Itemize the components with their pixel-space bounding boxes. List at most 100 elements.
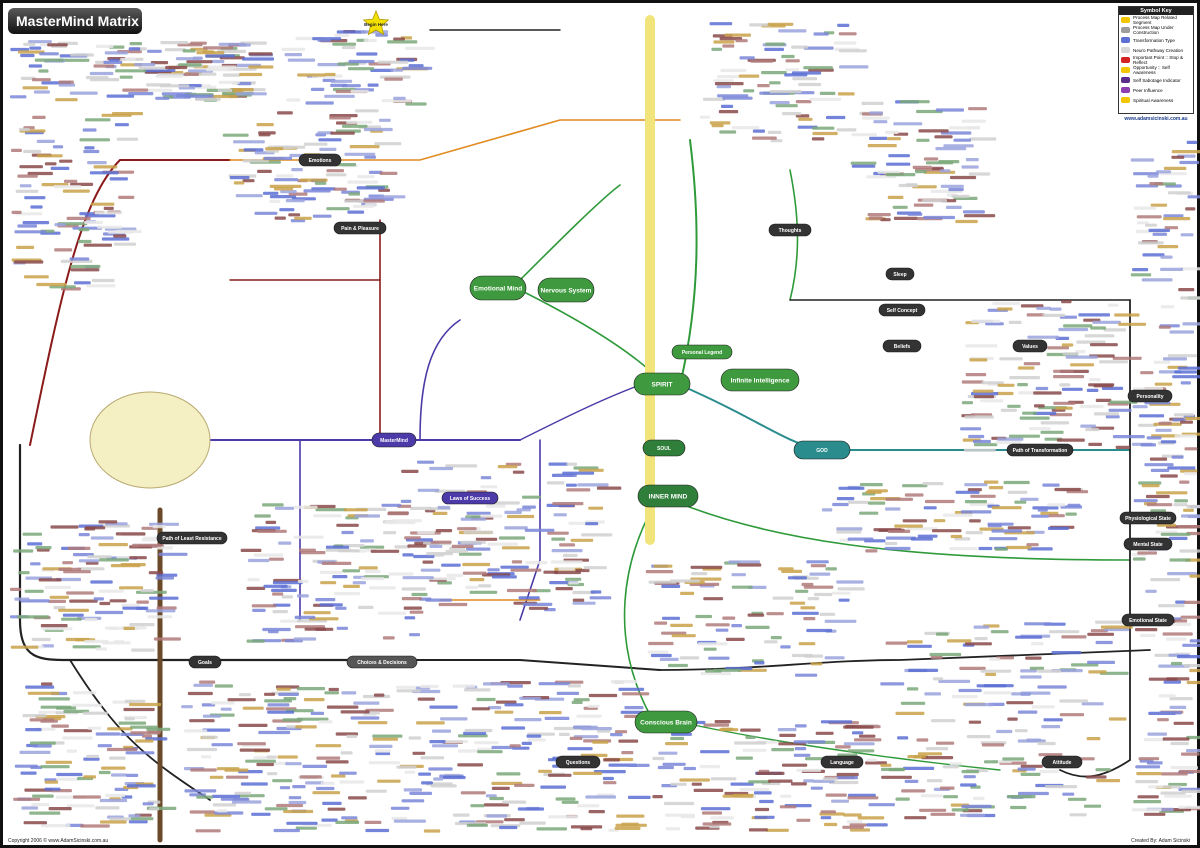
topic-chip <box>973 625 990 629</box>
topic-chip <box>445 464 478 468</box>
topic-chip <box>248 52 273 56</box>
topic-chip <box>546 481 565 485</box>
topic-chip <box>25 728 42 732</box>
topic-chip <box>359 545 385 549</box>
topic-chip <box>285 199 305 203</box>
symbol-key-swatch <box>1121 17 1130 23</box>
topic-chip <box>578 468 604 472</box>
topic-chip <box>710 777 737 781</box>
topic-chip <box>507 514 535 519</box>
topic-chip <box>84 214 116 218</box>
hub-node-personality: Personality <box>1127 389 1173 403</box>
topic-chip <box>267 772 278 776</box>
topic-chip <box>83 757 100 761</box>
topic-chip <box>30 562 41 566</box>
topic-chip <box>357 721 388 725</box>
topic-chip <box>951 808 969 812</box>
topic-chip <box>815 731 834 735</box>
connector-line <box>18 443 352 662</box>
topic-chip <box>272 603 291 607</box>
topic-chip <box>160 41 189 45</box>
topic-chip <box>1164 226 1179 230</box>
connector-line <box>69 659 211 801</box>
topic-chip <box>165 65 188 70</box>
topic-chip <box>796 818 811 822</box>
topic-chip <box>1019 416 1050 420</box>
topic-chip <box>385 520 416 525</box>
topic-chip <box>670 782 687 786</box>
topic-chip <box>1147 174 1159 178</box>
topic-chip <box>318 720 333 724</box>
website-link[interactable]: www.adamsicinski.com.au <box>1124 116 1188 122</box>
topic-chip <box>1169 558 1191 562</box>
topic-chip <box>618 687 645 691</box>
topic-chip <box>1169 330 1194 334</box>
topic-chip <box>36 282 67 287</box>
topic-chip <box>1007 717 1018 721</box>
topic-chip <box>372 737 398 741</box>
topic-chip <box>282 718 303 722</box>
topic-chip <box>377 779 401 783</box>
topic-chip <box>462 562 491 567</box>
topic-chip <box>1174 499 1188 503</box>
topic-chip <box>393 96 406 100</box>
topic-chip <box>121 603 140 607</box>
topic-chip <box>89 71 114 76</box>
topic-chip <box>235 92 267 96</box>
symbol-key-swatch <box>1121 47 1130 53</box>
topic-chip <box>1132 268 1149 272</box>
topic-chip <box>566 462 577 466</box>
hub-label: MasterMind <box>380 438 408 444</box>
topic-chip <box>1138 481 1162 485</box>
topic-chip <box>331 774 346 778</box>
topic-chip <box>54 223 66 227</box>
topic-chip <box>63 729 92 733</box>
topic-chip <box>422 560 434 564</box>
topic-chip <box>969 137 997 141</box>
topic-chip <box>722 44 735 48</box>
topic-chip <box>252 608 266 612</box>
topic-chip <box>968 434 985 439</box>
topic-chip <box>189 810 215 814</box>
topic-chip <box>1184 600 1200 604</box>
topic-chip <box>814 592 833 597</box>
topic-chip <box>1160 255 1173 259</box>
topic-chip <box>860 483 883 487</box>
topic-chip <box>32 115 46 119</box>
topic-chip <box>713 79 734 83</box>
topic-chip <box>475 537 498 541</box>
hub-label: Laws of Success <box>450 496 491 502</box>
topic-chip <box>130 731 161 735</box>
topic-chip <box>480 476 492 480</box>
topic-chip <box>894 524 923 528</box>
topic-chip <box>926 779 943 783</box>
topic-chip <box>705 623 730 627</box>
topic-chip <box>396 689 421 693</box>
topic-chip <box>1056 438 1085 442</box>
topic-chip <box>836 527 863 531</box>
topic-chip <box>384 77 403 81</box>
topic-chip <box>1160 267 1183 271</box>
hub-node-god: GOD <box>793 440 851 460</box>
topic-chip <box>1168 191 1191 195</box>
hub-pill <box>671 344 733 360</box>
topic-chip <box>40 824 71 828</box>
topic-chip <box>242 57 274 61</box>
topic-chip <box>374 142 402 146</box>
topic-chip <box>38 578 62 582</box>
topic-chip <box>312 214 332 218</box>
topic-chip <box>949 762 962 766</box>
topic-chip <box>293 535 324 539</box>
topic-chip <box>148 807 160 811</box>
topic-chip <box>967 488 982 492</box>
topic-chip <box>1178 769 1200 774</box>
topic-chip <box>843 813 862 817</box>
topic-chip <box>199 680 216 684</box>
topic-chip <box>116 137 139 141</box>
topic-chip <box>129 42 142 46</box>
topic-chip <box>703 647 717 651</box>
topic-chip <box>1087 660 1115 664</box>
connector-line <box>519 289 661 381</box>
topic-chip <box>471 707 490 711</box>
topic-chip <box>779 733 796 737</box>
